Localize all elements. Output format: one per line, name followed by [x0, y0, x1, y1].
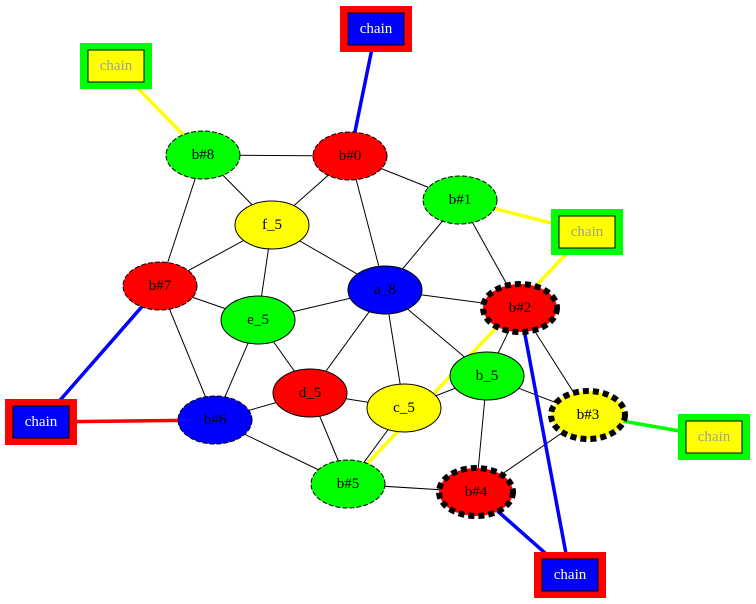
node-label-b2: b#2	[509, 300, 532, 316]
chain-top-box[interactable]: chain	[340, 6, 412, 52]
node-b7[interactable]: b#7	[122, 261, 198, 311]
chains-layer: chain chain chain chain chain chain	[5, 6, 750, 598]
chain-right-upper-inner-fill	[558, 215, 616, 249]
chain-top-left-label: chain	[100, 58, 133, 74]
chain-right-lower-label: chain	[698, 429, 731, 445]
node-shape-b0	[312, 131, 388, 181]
node-b6[interactable]: b#6	[177, 395, 253, 445]
node-shape-c5	[366, 383, 442, 433]
node-b1[interactable]: b#1	[422, 175, 498, 225]
chain-top-label: chain	[360, 21, 393, 37]
node-label-a8: a_8	[374, 282, 396, 298]
node-label-b8: b#8	[192, 147, 215, 163]
node-shape-b5	[310, 459, 386, 509]
node-label-b5node: b_5	[476, 368, 499, 384]
chain-link-chain-bottom-b2	[518, 307, 572, 576]
node-b4[interactable]: b#4	[436, 465, 516, 519]
chain-top-left-box[interactable]: chain	[80, 43, 152, 89]
node-b5node[interactable]: b_5	[449, 351, 525, 401]
node-shape-b6	[177, 395, 253, 445]
node-shape-b5node	[449, 351, 525, 401]
node-label-b6: b#6	[204, 412, 227, 428]
node-shape-f5	[234, 200, 310, 250]
node-b2[interactable]: b#2	[480, 281, 560, 335]
node-label-b1: b#1	[449, 192, 472, 208]
node-shape-b7	[122, 261, 198, 311]
node-shape-b8	[165, 130, 241, 180]
chain-bottom-box[interactable]: chain	[534, 552, 606, 598]
node-shape-d5	[272, 368, 348, 418]
node-label-d5: d_5	[299, 385, 322, 401]
chain-left-inner-fill	[12, 405, 70, 439]
chain-top-left-inner-fill	[87, 49, 145, 83]
nodes-layer: b#0 b#8 b#1 f_5 b#7 a_8 b#2 e_5 d_5 b_5 c_5 b#3 b#6 b…	[122, 130, 628, 519]
node-b3[interactable]: b#3	[548, 388, 628, 442]
node-shape-b3	[548, 388, 628, 442]
node-label-c5: c_5	[393, 400, 415, 416]
chain-top-inner-fill	[347, 12, 405, 46]
node-d5[interactable]: d_5	[272, 368, 348, 418]
chain-left-label: chain	[25, 414, 58, 430]
node-label-b7: b#7	[149, 278, 172, 294]
node-e5[interactable]: e_5	[220, 295, 296, 345]
node-shape-b1	[422, 175, 498, 225]
node-shape-e5	[220, 295, 296, 345]
node-label-b5: b#5	[337, 476, 360, 492]
node-label-f5: f_5	[262, 217, 282, 233]
chain-right-lower-box[interactable]: chain	[678, 414, 750, 460]
chain-right-lower-inner-fill	[685, 420, 743, 454]
node-label-e5: e_5	[247, 312, 269, 328]
node-c5[interactable]: c_5	[366, 383, 442, 433]
node-label-b0: b#0	[339, 148, 362, 164]
node-label-b4: b#4	[465, 484, 488, 500]
node-a8[interactable]: a_8	[347, 265, 423, 315]
chain-right-upper-label: chain	[571, 224, 604, 240]
node-shape-a8	[347, 265, 423, 315]
node-shape-b4	[436, 465, 516, 519]
node-shape-b2	[480, 281, 560, 335]
node-b8[interactable]: b#8	[165, 130, 241, 180]
chain-bottom-inner-fill	[541, 558, 599, 592]
node-label-b3: b#3	[577, 407, 600, 423]
node-b5[interactable]: b#5	[310, 459, 386, 509]
node-b0[interactable]: b#0	[312, 131, 388, 181]
chain-left-box[interactable]: chain	[5, 399, 77, 445]
chain-bottom-label: chain	[554, 567, 587, 583]
node-f5[interactable]: f_5	[234, 200, 310, 250]
chain-right-upper-box[interactable]: chain	[551, 209, 623, 255]
